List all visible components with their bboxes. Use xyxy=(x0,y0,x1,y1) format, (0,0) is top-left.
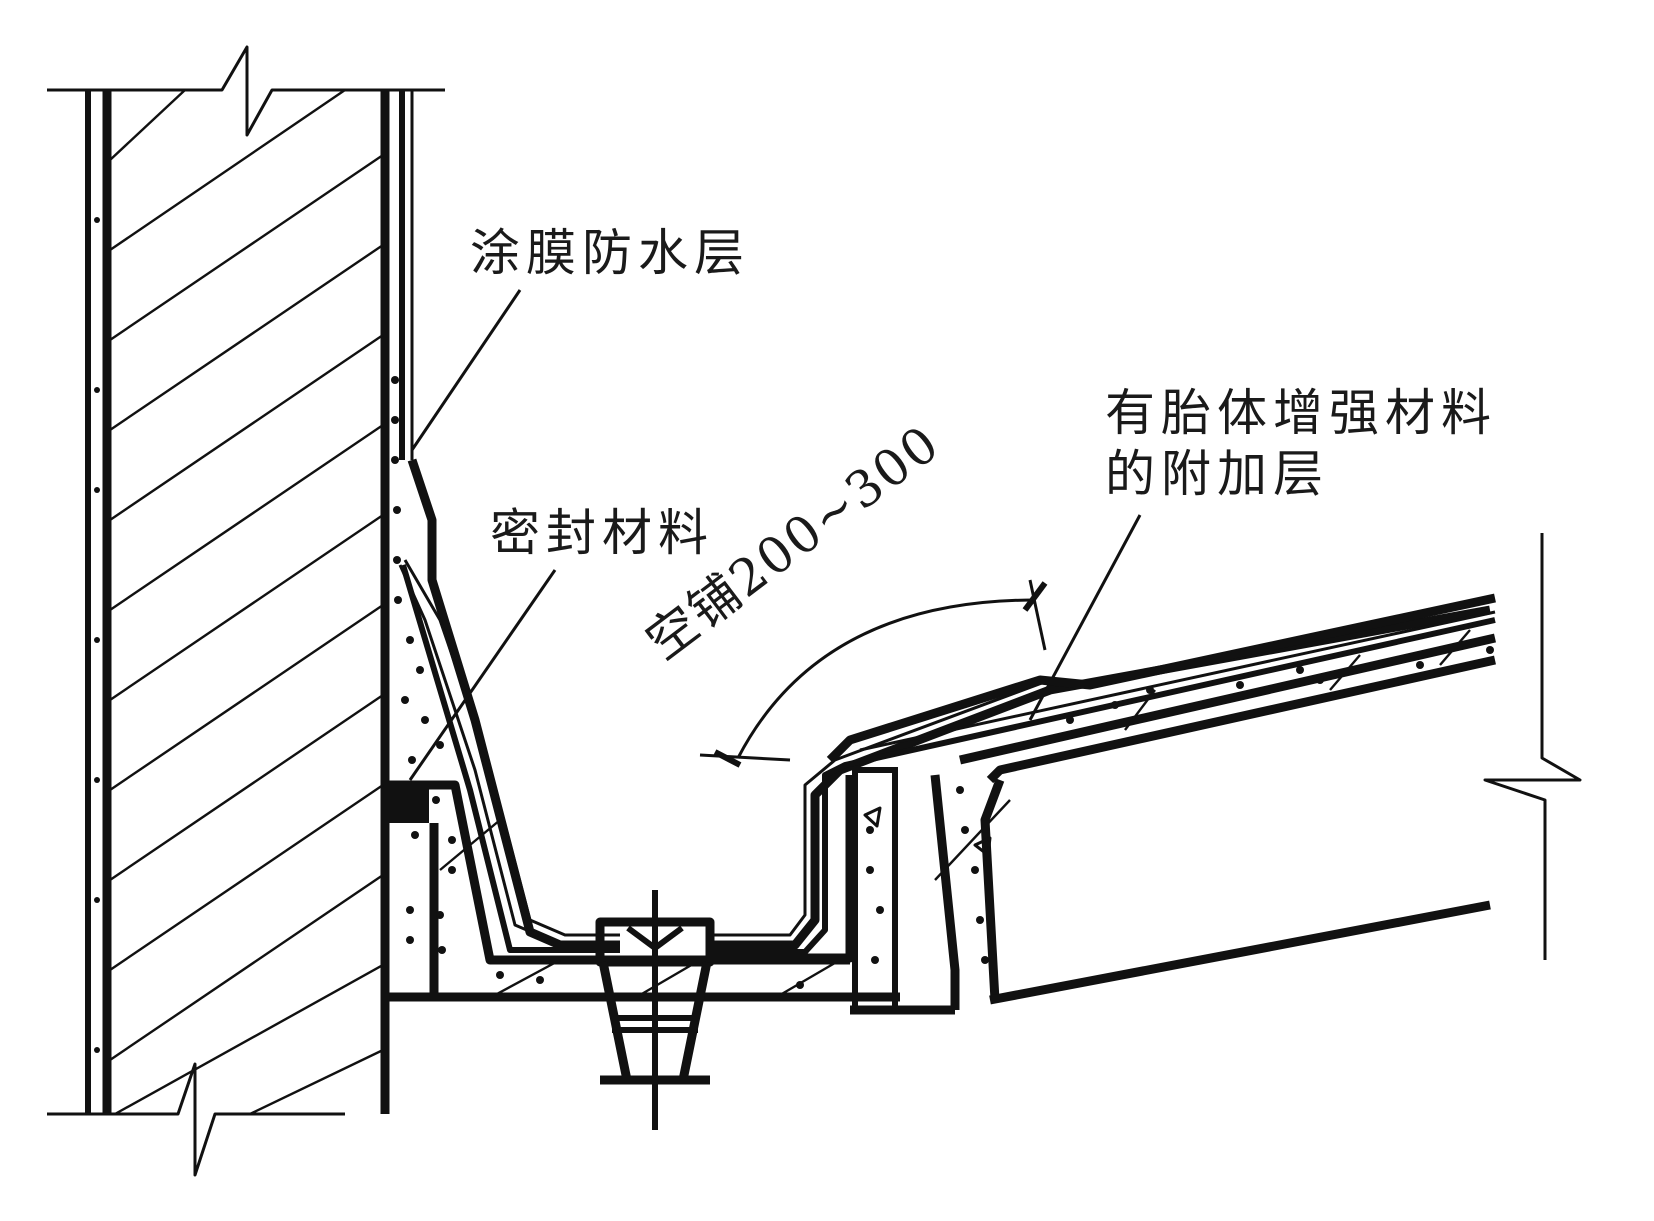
gutter-right-and-roof xyxy=(710,533,1582,1015)
label-sealant-material: 密封材料 xyxy=(490,504,714,562)
wall-plaster-dots xyxy=(94,217,100,1053)
bottom-break-line xyxy=(47,1062,345,1177)
upstand-block xyxy=(852,767,898,1013)
leader-lines xyxy=(408,289,1142,781)
right-break-line xyxy=(1483,533,1582,960)
leader-coating xyxy=(410,289,522,451)
leader-reinforce xyxy=(1028,514,1142,721)
wall xyxy=(47,45,445,1177)
slab-fill-dots xyxy=(866,646,1494,964)
dimension-arc xyxy=(699,579,1048,768)
label-reinforce-line2: 的附加层 xyxy=(1105,445,1329,503)
wall-hatch xyxy=(109,89,384,1116)
label-reinforced-additional-layer: 有胎体增强材料 的附加层 xyxy=(1105,383,1497,505)
label-coating-waterproof-layer: 涂膜防水层 xyxy=(470,224,750,282)
top-break-line xyxy=(47,45,445,137)
leader-sealant xyxy=(408,569,557,781)
drain-outlet xyxy=(595,890,715,1130)
sealant-block xyxy=(387,785,429,823)
label-reinforce-line1: 有胎体增强材料 xyxy=(1105,384,1497,442)
sealing-fill-dots xyxy=(391,376,804,989)
